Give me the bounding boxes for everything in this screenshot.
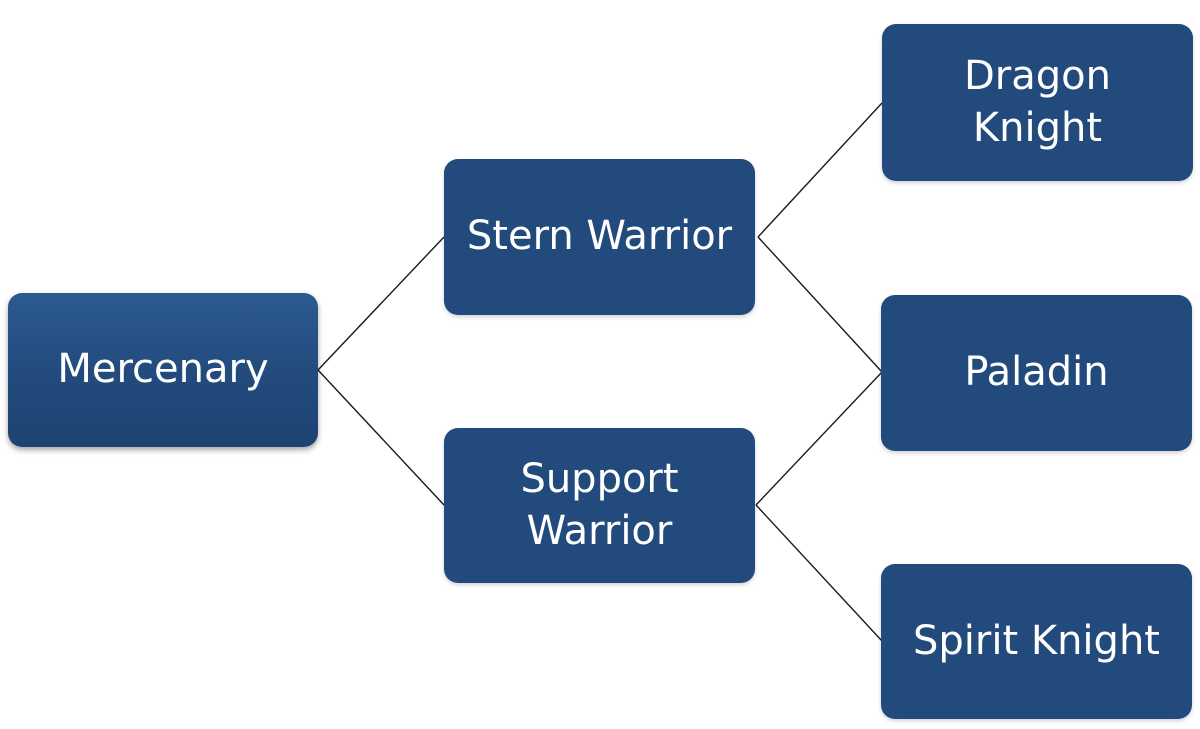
node-spirit-knight: Spirit Knight <box>881 564 1192 719</box>
node-label: Paladin <box>964 349 1109 396</box>
node-label: Dragon Knight <box>964 53 1111 151</box>
connector-mercenary-stern-warrior <box>317 236 445 371</box>
node-paladin: Paladin <box>881 295 1192 451</box>
connector-stern-warrior-paladin <box>757 236 883 373</box>
connector-support-warrior-spirit-knight <box>755 504 883 642</box>
node-mercenary: Mercenary <box>8 293 318 447</box>
node-label: Support Warrior <box>520 456 679 554</box>
node-stern-warrior: Stern Warrior <box>444 159 755 315</box>
connector-mercenary-support-warrior <box>317 369 445 506</box>
node-label: Spirit Knight <box>913 617 1160 664</box>
connector-stern-warrior-dragon-knight <box>757 102 883 238</box>
node-label: Stern Warrior <box>466 213 733 260</box>
node-dragon-knight: Dragon Knight <box>882 24 1193 181</box>
node-label: Mercenary <box>57 346 269 393</box>
node-support-warrior: Support Warrior <box>444 428 755 583</box>
connector-support-warrior-paladin <box>755 371 883 506</box>
